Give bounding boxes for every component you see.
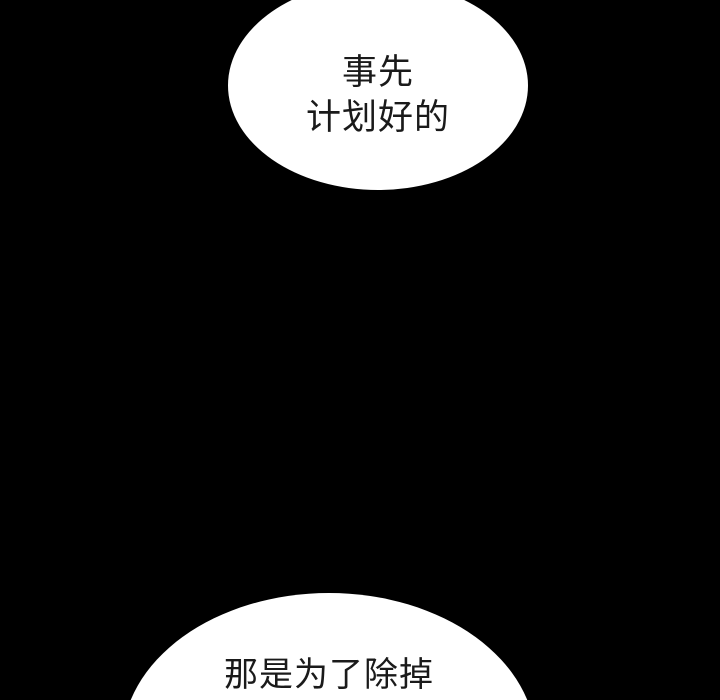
speech-bubble-top-line-2: 计划好的 (305, 97, 450, 137)
speech-bubble-top: 事先 计划好的 (228, 0, 528, 190)
speech-bubble-bottom: 那是为了除掉 (122, 593, 536, 700)
speech-bubble-top-line-1: 事先 (341, 52, 414, 92)
speech-bubble-bottom-line-1: 那是为了除掉 (224, 656, 434, 694)
